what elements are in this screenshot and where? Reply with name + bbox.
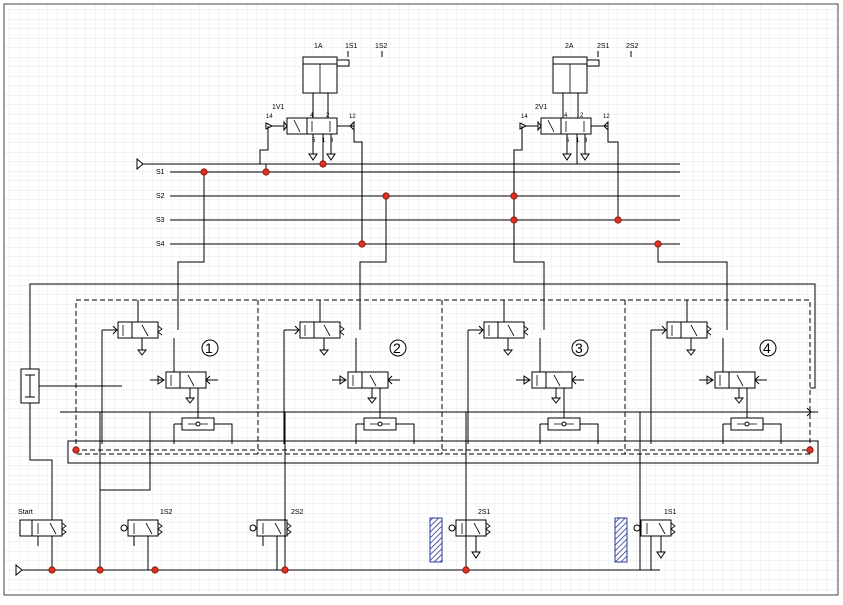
- junction-node: [462, 566, 470, 574]
- junction-node: [96, 566, 104, 574]
- junction-nodes: [48, 160, 814, 574]
- group-1-components[interactable]: [101, 172, 233, 444]
- bus-line-s2: S2: [156, 193, 680, 200]
- junction-node: [358, 240, 366, 248]
- svg-text:4: 4: [564, 113, 568, 119]
- cam-block: [429, 517, 443, 563]
- svg-text:1S2: 1S2: [160, 509, 173, 516]
- limit-switch-2s2-marker: 2S2: [626, 43, 639, 57]
- limit-switch-2s1-marker: 2S1: [597, 43, 610, 57]
- cylinder-label: 1A: [314, 43, 323, 50]
- svg-text:S4: S4: [156, 241, 165, 248]
- group-2-components[interactable]: [283, 196, 415, 444]
- cylinder-2a[interactable]: 2A: [552, 43, 600, 94]
- bottom-supply-line: [15, 563, 660, 577]
- bus-line-s3: S3: [156, 217, 680, 224]
- group-label-1: 1: [201, 339, 219, 357]
- svg-text:2S2: 2S2: [291, 509, 304, 516]
- group-label-3: 3: [571, 339, 589, 357]
- junction-node: [48, 566, 56, 574]
- limit-switch-1s2-marker: 1S2: [375, 43, 388, 57]
- svg-text:2: 2: [393, 340, 401, 356]
- svg-text:1S1: 1S1: [664, 509, 677, 516]
- valve-2v1[interactable]: 2V1 14 12 4 2 5 1 3: [519, 104, 610, 164]
- pressure-supply-line: [136, 157, 680, 171]
- svg-text:2S1: 2S1: [597, 43, 610, 50]
- svg-text:S3: S3: [156, 217, 165, 224]
- start-valve[interactable]: Start: [18, 509, 67, 570]
- svg-text:1S1: 1S1: [345, 43, 358, 50]
- junction-node: [200, 168, 208, 176]
- junction-node: [262, 168, 270, 176]
- valve-label: 2V1: [535, 104, 548, 111]
- memory-module[interactable]: [20, 368, 40, 404]
- svg-text:3: 3: [575, 340, 583, 356]
- svg-text:14: 14: [266, 114, 273, 120]
- junction-node: [382, 192, 390, 200]
- svg-text:1: 1: [576, 138, 580, 144]
- junction-node: [614, 216, 622, 224]
- group-3-components[interactable]: [467, 220, 599, 444]
- limit-valve-1s2[interactable]: 1S2: [120, 509, 173, 570]
- svg-text:4: 4: [310, 113, 314, 119]
- svg-text:3: 3: [330, 138, 334, 144]
- cam-block: [614, 517, 628, 563]
- bus-line-s4: S4: [156, 241, 680, 248]
- svg-text:3: 3: [584, 138, 588, 144]
- svg-text:S1: S1: [156, 169, 165, 176]
- junction-node: [319, 160, 327, 168]
- limit-valve-2s2[interactable]: 2S2: [249, 509, 304, 570]
- group-label-4: 4: [759, 339, 777, 357]
- svg-text:1: 1: [205, 340, 213, 356]
- group-components: [101, 172, 782, 444]
- svg-text:2: 2: [580, 113, 584, 119]
- junction-node: [510, 192, 518, 200]
- svg-text:5: 5: [566, 138, 570, 144]
- cylinder-label: 2A: [565, 43, 574, 50]
- svg-text:1: 1: [322, 138, 326, 144]
- svg-text:2S1: 2S1: [478, 509, 491, 516]
- junction-node: [510, 216, 518, 224]
- cylinder-1a[interactable]: 1A: [302, 43, 350, 94]
- group-frame: [75, 299, 811, 455]
- group-label-2: 2: [389, 339, 407, 357]
- limit-valve-2s1[interactable]: 2S1: [429, 509, 491, 570]
- reset-rail: [67, 440, 819, 464]
- svg-text:S2: S2: [156, 193, 165, 200]
- group-4-components[interactable]: [650, 244, 782, 444]
- junction-node: [151, 566, 159, 574]
- svg-text:5: 5: [312, 138, 316, 144]
- junction-node: [806, 446, 814, 454]
- valve-label: 1V1: [272, 104, 285, 111]
- junction-node: [72, 446, 80, 454]
- junction-node: [281, 566, 289, 574]
- svg-text:2S2: 2S2: [626, 43, 639, 50]
- svg-text:1S2: 1S2: [375, 43, 388, 50]
- svg-text:12: 12: [603, 114, 610, 120]
- svg-text:12: 12: [349, 114, 356, 120]
- svg-text:4: 4: [763, 340, 771, 356]
- svg-text:14: 14: [521, 114, 528, 120]
- svg-text:2: 2: [326, 113, 330, 119]
- junction-node: [654, 240, 662, 248]
- bus-line-s1: S1: [156, 169, 680, 176]
- supply-loop: [29, 283, 816, 389]
- svg-text:Start: Start: [18, 509, 33, 516]
- limit-switch-1s1-marker: 1S1: [345, 43, 358, 57]
